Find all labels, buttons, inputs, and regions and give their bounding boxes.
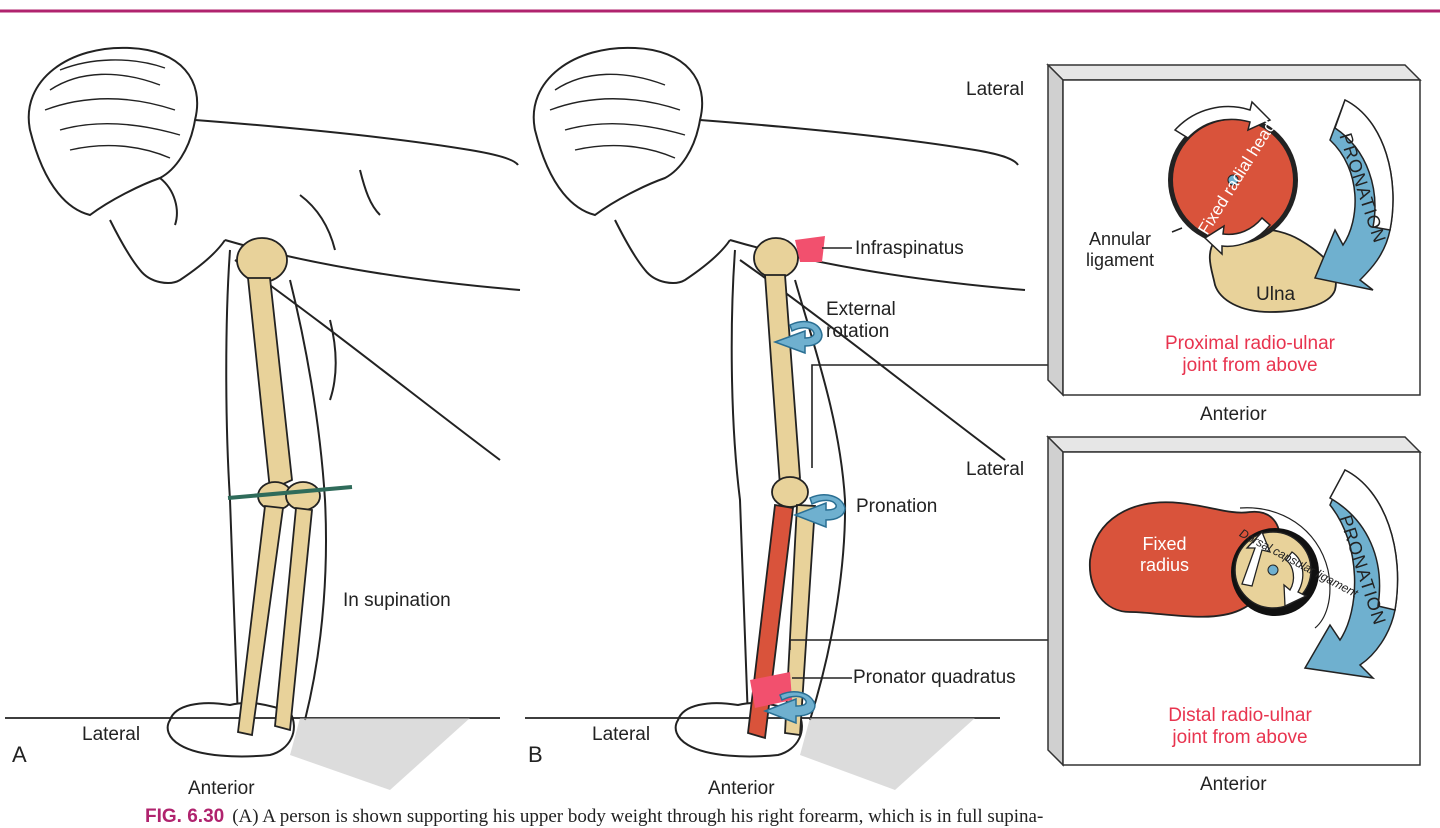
figure-b — [525, 46, 1026, 758]
label-anterior-a: Anterior — [188, 778, 255, 799]
figure-b-hand — [674, 702, 803, 758]
inset-distal-art — [1089, 468, 1399, 680]
label-anterior-inset-distal: Anterior — [1200, 774, 1267, 795]
label-pronator-quadratus: Pronator quadratus — [853, 667, 1016, 688]
title-proximal-joint: Proximal radio-ulnar joint from above — [1164, 333, 1335, 376]
infraspinatus-highlight — [795, 236, 825, 262]
label-lateral-inset-distal: Lateral — [966, 459, 1025, 480]
panel-letter-b: B — [528, 742, 543, 767]
label-lateral-a: Lateral — [82, 724, 141, 745]
rotation-arrows-b — [762, 320, 846, 725]
label-lateral-inset-proximal: Lateral — [966, 79, 1025, 100]
label-pronation: Pronation — [856, 496, 938, 517]
label-ulna: Ulna — [1256, 284, 1296, 305]
inset-proximal-art — [1168, 98, 1394, 313]
figure-a-hair — [27, 46, 199, 217]
title-distal-joint: Distal radio-ulnar joint from above — [1168, 705, 1312, 748]
figure-caption: FIG. 6.30 (A) A person is shown supportin… — [145, 806, 1043, 828]
label-annular-ligament: Annular ligament — [1086, 229, 1155, 270]
label-fixed-radius: Fixed radius — [1140, 534, 1190, 575]
figure-a-face — [109, 219, 226, 284]
floor-shadow-b — [800, 718, 975, 790]
figure-a — [5, 46, 521, 758]
label-lateral-b: Lateral — [592, 724, 651, 745]
figure-number: FIG. 6.30 — [145, 806, 225, 827]
label-anterior-inset-proximal: Anterior — [1200, 404, 1267, 425]
axis-line-a — [227, 485, 353, 500]
label-anterior-b: Anterior — [708, 778, 775, 799]
figure-a-hand — [166, 702, 295, 758]
leader-lines — [789, 247, 1060, 679]
panel-letter-a: A — [12, 742, 27, 767]
figure-b-hair — [532, 46, 704, 217]
label-in-supination: In supination — [343, 590, 451, 611]
label-external-rotation: External rotation — [826, 299, 896, 342]
figure-caption-text: (A) A person is shown supporting his upp… — [232, 806, 1044, 827]
floor-shadow-a — [290, 718, 470, 790]
label-infraspinatus: Infraspinatus — [855, 238, 964, 259]
